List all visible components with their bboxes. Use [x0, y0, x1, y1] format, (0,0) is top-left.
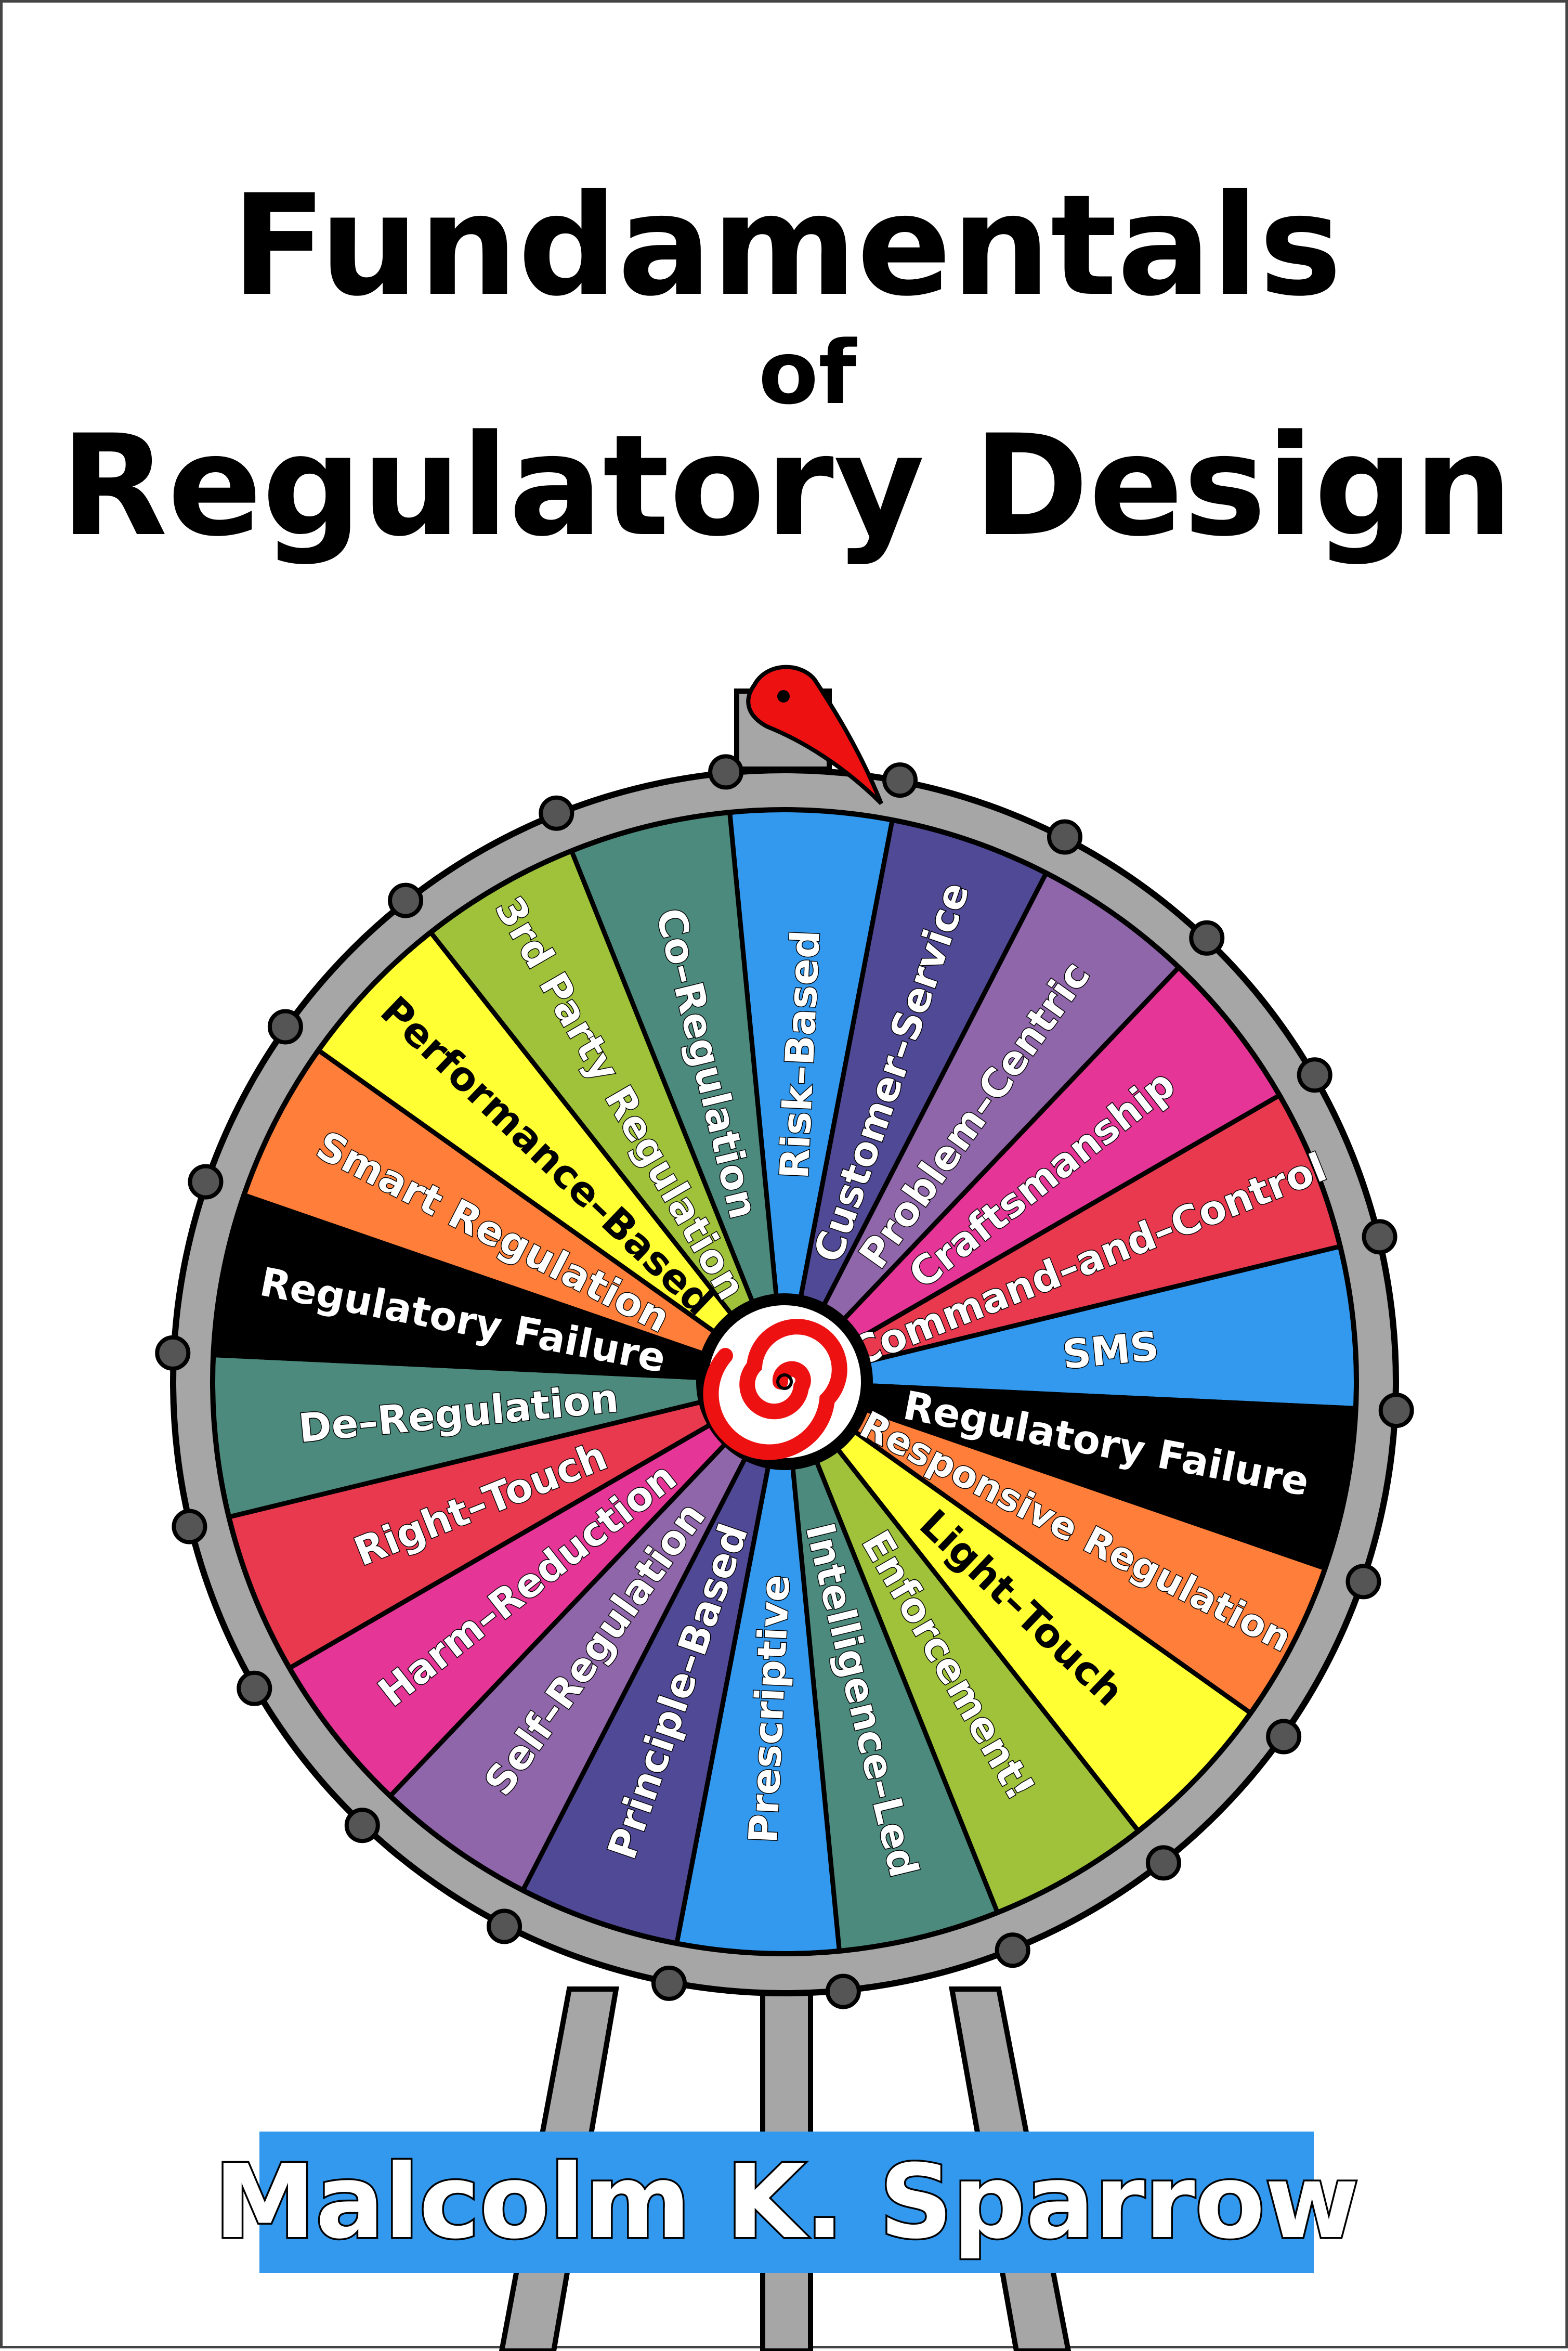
title-line-2: of	[758, 322, 857, 424]
wheel-peg	[1297, 1057, 1332, 1093]
wheel-pointer	[746, 665, 883, 805]
wheel-peg	[1047, 819, 1082, 855]
author-banner: Malcolm K. Sparrow	[212, 2132, 1361, 2273]
wheel-peg	[188, 1164, 224, 1200]
wheel-slices	[210, 807, 1359, 1956]
wheel-slice-label: SMS	[1061, 1322, 1161, 1378]
hub-spiral-icon	[703, 1319, 847, 1460]
wheel-peg	[1145, 1845, 1181, 1881]
wheel-peg	[825, 1973, 861, 2009]
wheel-peg	[267, 1009, 303, 1045]
wheel-peg	[487, 1908, 522, 1944]
wheel-peg	[651, 1965, 687, 2001]
wheel-peg	[539, 795, 574, 831]
wheel-peg	[882, 762, 918, 798]
wheel-peg	[1362, 1219, 1397, 1255]
wheel-hub	[696, 1293, 873, 1470]
wheel-peg	[1189, 920, 1225, 956]
wheel-peg	[1378, 1393, 1414, 1428]
wheel-inner-outline	[210, 807, 1359, 1956]
title-line-3: Regulatory Design	[60, 405, 1513, 567]
prize-wheel: Risk–BasedCustomer–ServiceProblem–Centri…	[155, 665, 1414, 2351]
wheel-peg	[237, 1670, 272, 1706]
wheel-peg	[172, 1509, 207, 1544]
wheel-peg	[1266, 1719, 1302, 1755]
wheel-peg	[155, 1335, 191, 1371]
wheel-peg	[388, 882, 424, 918]
wheel-peg	[995, 1932, 1030, 1968]
author-name: Malcolm K. Sparrow	[212, 2141, 1361, 2264]
wheel-peg	[344, 1808, 380, 1843]
title-line-1: Fundamentals	[231, 165, 1342, 327]
wheel-peg	[1345, 1564, 1381, 1600]
wheel-pegs	[155, 754, 1414, 2009]
wheel-peg	[708, 754, 744, 790]
